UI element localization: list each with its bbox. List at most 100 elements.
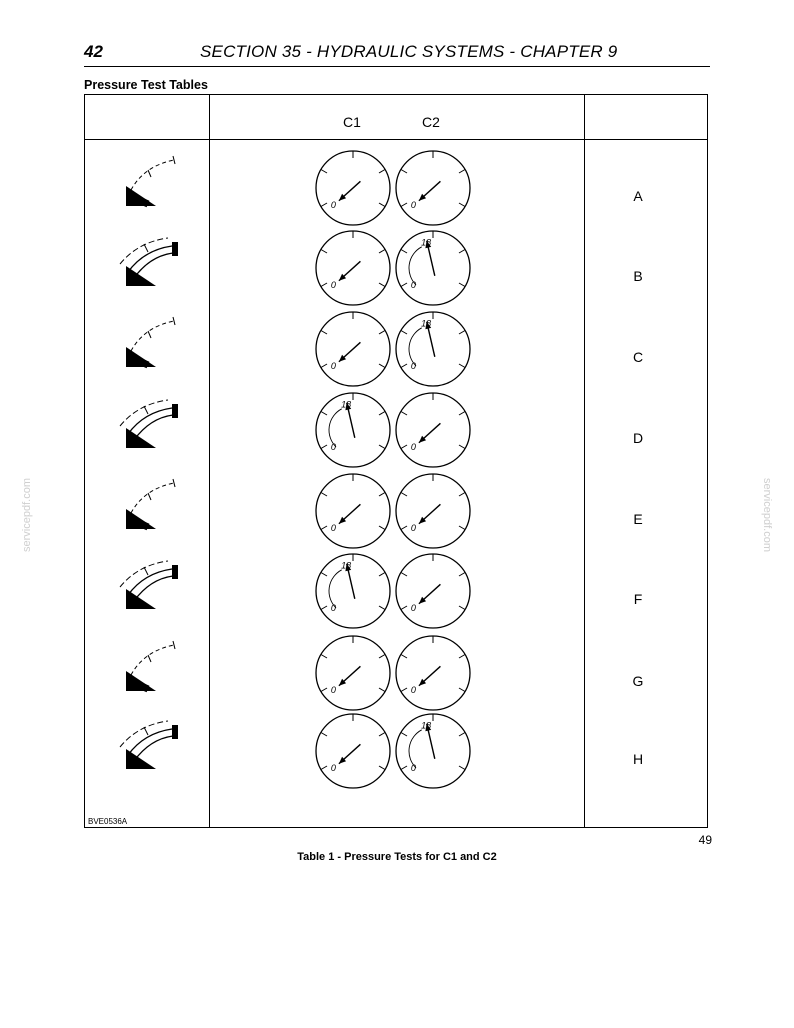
gauge-zero-label: 0 [411,200,416,210]
gauge-tick [378,492,386,497]
hitch-travel-path [119,237,169,265]
gauge-tick [320,654,328,659]
gauge-zero-label: 0 [411,280,416,290]
gauge-tick [320,765,328,770]
row-label-h: H [632,751,644,767]
gauge-tick [320,202,328,207]
gauge-tick [378,411,386,416]
gauge-tick [400,169,408,174]
hitch-mark [147,654,152,663]
column-header-c1: C1 [343,114,361,130]
gauge-tick [320,732,328,737]
table-column-divider-left [209,94,210,828]
gauge-c2-row-a: 0 [395,150,471,226]
sheet-number: 49 [698,833,712,847]
gauge-tick [378,732,386,737]
gauge-zero-label: 0 [411,603,416,613]
gauge-tick [400,732,408,737]
hitch-travel-path [130,482,175,514]
gauge-needle-head [418,435,427,443]
gauge-needle-head [338,273,347,281]
gauge-tick [400,525,408,530]
gauge-tick [378,525,386,530]
gauge-tick [400,572,408,577]
gauge-needle-head [425,321,432,330]
watermark-right: servicepdf.com [761,478,773,552]
gauge-tick [320,282,328,287]
gauge-tick [458,605,466,610]
hitch-base [126,589,156,609]
hitch-travel-path [130,320,175,352]
gauge-tick [378,444,386,449]
gauge-high-label: 18 [341,400,351,410]
row-label-g: G [632,673,644,689]
gauge-needle-head [338,678,347,686]
gauge-tick [458,492,466,497]
hitch-mark [147,330,152,339]
gauge-zero-label: 0 [411,685,416,695]
gauge-sweep-arc [328,408,342,448]
gauge-tick [458,363,466,368]
gauge-tick [320,411,328,416]
gauge-tick [458,654,466,659]
page-number: 42 [84,42,103,61]
hitch-arm-upper [127,728,173,756]
hitch-link-arm [128,677,150,693]
hitch-mark [143,566,149,576]
hitch-pictogram-g [126,640,176,693]
hitch-arm-lower [133,252,174,279]
hitch-base [126,428,156,448]
gauge-tick [378,687,386,692]
gauge-tick [320,687,328,692]
hitch-mark [172,640,176,650]
hitch-travel-path [130,644,175,676]
hitch-travel-path [130,159,175,191]
section-title: SECTION 35 - HYDRAULIC SYSTEMS - CHAPTER… [200,42,618,61]
gauge-zero-label: 0 [331,523,336,533]
gauge-tick [458,282,466,287]
gauge-tick [378,249,386,254]
gauge-zero-label: 0 [331,280,336,290]
gauge-c2-row-e: 0 [395,473,471,549]
row-label-e: E [633,511,643,527]
hitch-link-arm [128,353,150,369]
gauge-needle-head [425,723,432,732]
hitch-pictogram-b [119,237,178,286]
gauge-tick [458,765,466,770]
gauge-tick [400,654,408,659]
hitch-link-arm [128,192,150,208]
row-label-f: F [633,591,643,607]
gauge-zero-label: 0 [331,763,336,773]
gauge-needle-head [338,354,347,362]
gauge-tick [320,605,328,610]
gauge-tick [320,492,328,497]
gauge-c2-row-f: 0 [395,553,471,629]
hitch-pictogram-h [119,720,178,769]
gauge-tick [400,765,408,770]
hitch-pictogram-c [126,316,176,369]
gauge-zero-label: 0 [331,200,336,210]
hitch-pictogram-a [126,155,176,208]
gauge-tick [400,605,408,610]
hitch-mark [147,169,152,178]
hitch-arm-lower [133,735,174,762]
gauge-tick [400,282,408,287]
gauge-tick [400,444,408,449]
row-label-c: C [632,349,644,365]
gauge-tick [320,249,328,254]
gauge-tick [320,572,328,577]
hitch-base [126,749,156,769]
gauge-needle-head [418,596,427,604]
hitch-base [126,266,156,286]
gauge-tick [320,330,328,335]
hitch-link-end [172,725,178,739]
subsection-title: Pressure Test Tables [84,78,208,92]
hitch-mark [172,316,176,326]
figure-reference: BVE0536A [88,817,128,826]
gauge-needle-head [338,193,347,201]
row-label-d: D [632,430,644,446]
hitch-arm-upper [127,245,173,273]
gauge-tick [400,202,408,207]
gauge-c2-row-d: 0 [395,392,471,468]
gauge-zero-label: 0 [411,361,416,371]
